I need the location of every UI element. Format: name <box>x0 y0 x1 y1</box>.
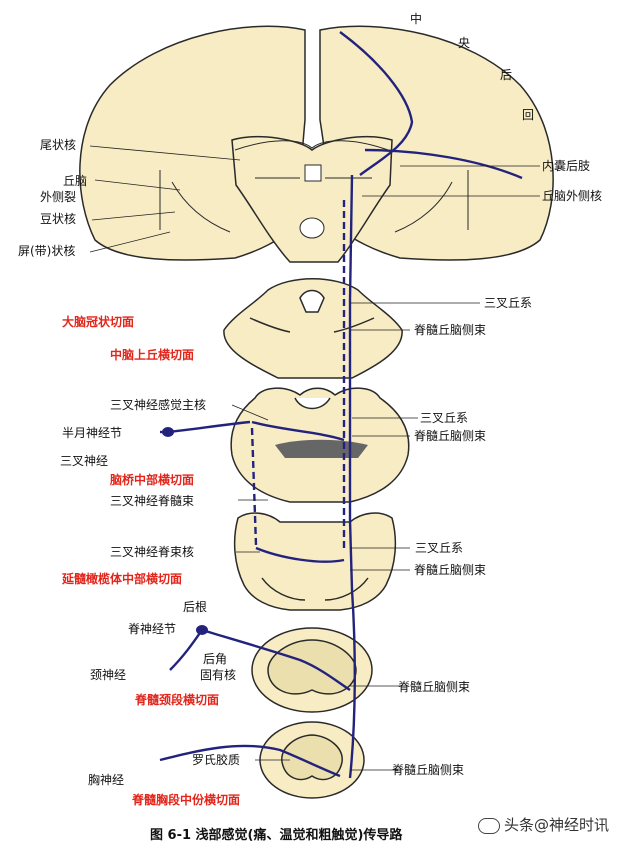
label-spinothalamic-tract-4: 脊髓丘脑侧束 <box>398 680 471 694</box>
label-claustrum: 屏(带)状核 <box>18 244 76 258</box>
section-title-thoracic-cord: 脊髓胸段中份横切面 <box>132 793 241 807</box>
thoracic-nerve-input <box>159 744 341 778</box>
section-title-pons: 脑桥中部横切面 <box>110 473 195 487</box>
pons-section <box>230 387 410 503</box>
label-dorsal-root: 后根 <box>183 600 208 614</box>
figure-caption: 图 6-1 浅部感觉(痛、温觉和粗触觉)传导路 <box>150 828 403 843</box>
trigeminal-nerve <box>167 420 251 434</box>
ascending-tract-main <box>348 174 356 779</box>
section-title-midbrain: 中脑上丘横切面 <box>110 348 195 362</box>
label-zhong: 中 <box>410 12 423 26</box>
label-trigeminal-lemniscus-1: 三叉丘系 <box>484 296 533 310</box>
label-thoracic-nerve: 胸神经 <box>88 773 125 787</box>
watermark: 头条@神经时讯 <box>478 814 609 835</box>
midbrain-section <box>223 278 403 379</box>
brain-coronal-section <box>79 25 554 263</box>
label-dorsal-horn: 后角 <box>203 652 228 666</box>
section-title-cerebrum: 大脑冠状切面 <box>62 315 135 329</box>
label-hui: 回 <box>522 108 535 122</box>
label-lateral-thalamic-nucleus: 丘脑外侧核 <box>542 189 603 203</box>
label-trigeminal-spinal-tract: 三叉神经脊髓束 <box>110 494 195 508</box>
pons-crossing <box>251 420 345 442</box>
thoracic-cord-section <box>259 721 365 799</box>
label-spinothalamic-tract-3: 脊髓丘脑侧束 <box>414 563 487 577</box>
section-title-cervical-cord: 脊髓颈段横切面 <box>135 693 220 707</box>
label-spinothalamic-tract-1: 脊髓丘脑侧束 <box>414 323 487 337</box>
label-spinal-ganglion: 脊神经节 <box>128 622 177 636</box>
watermark-text: 头条@神经时讯 <box>504 816 610 834</box>
label-semilunar-ganglion: 半月神经节 <box>62 426 123 440</box>
pathway-lines <box>159 31 523 779</box>
cervical-nerve-input <box>201 628 351 691</box>
label-lentiform-nucleus: 豆状核 <box>40 212 77 226</box>
label-caudate-nucleus: 尾状核 <box>40 138 77 152</box>
label-substantia-gelatinosa: 罗氏胶质 <box>192 753 241 767</box>
brain-inner-structures <box>159 140 469 239</box>
label-trigeminal-lemniscus-2: 三叉丘系 <box>420 411 469 425</box>
leader-lines <box>89 145 540 771</box>
label-cervical-nerve: 颈神经 <box>90 668 127 682</box>
section-title-medulla: 延髓橄榄体中部横切面 <box>62 572 183 586</box>
thalamocortical-projection-2 <box>364 148 523 180</box>
label-trigeminal-nerve: 三叉神经 <box>60 454 109 468</box>
label-spinal-trigeminal-nucleus: 三叉神经脊束核 <box>110 545 195 559</box>
label-spinothalamic-tract-5: 脊髓丘脑侧束 <box>392 763 465 777</box>
label-lateral-sulcus: 外侧裂 <box>40 190 77 204</box>
wechat-icon <box>478 817 500 834</box>
label-trigeminal-principal-nucleus: 三叉神经感觉主核 <box>110 398 207 412</box>
label-spinothalamic-tract-2: 脊髓丘脑侧束 <box>414 429 487 443</box>
label-internal-capsule: 内囊后肢 <box>542 159 591 173</box>
label-yang: 央 <box>458 36 471 50</box>
label-trigeminal-lemniscus-3: 三叉丘系 <box>415 541 464 555</box>
label-nucleus-proprius: 固有核 <box>200 668 237 682</box>
thalamocortical-projection <box>339 31 414 176</box>
cervical-nerve-distal <box>169 629 203 671</box>
label-hou: 后 <box>500 68 513 82</box>
medulla-crossing <box>255 546 345 563</box>
trigeminal-spinal-tract <box>250 427 258 546</box>
label-thalamus: 丘脑 <box>63 174 88 188</box>
